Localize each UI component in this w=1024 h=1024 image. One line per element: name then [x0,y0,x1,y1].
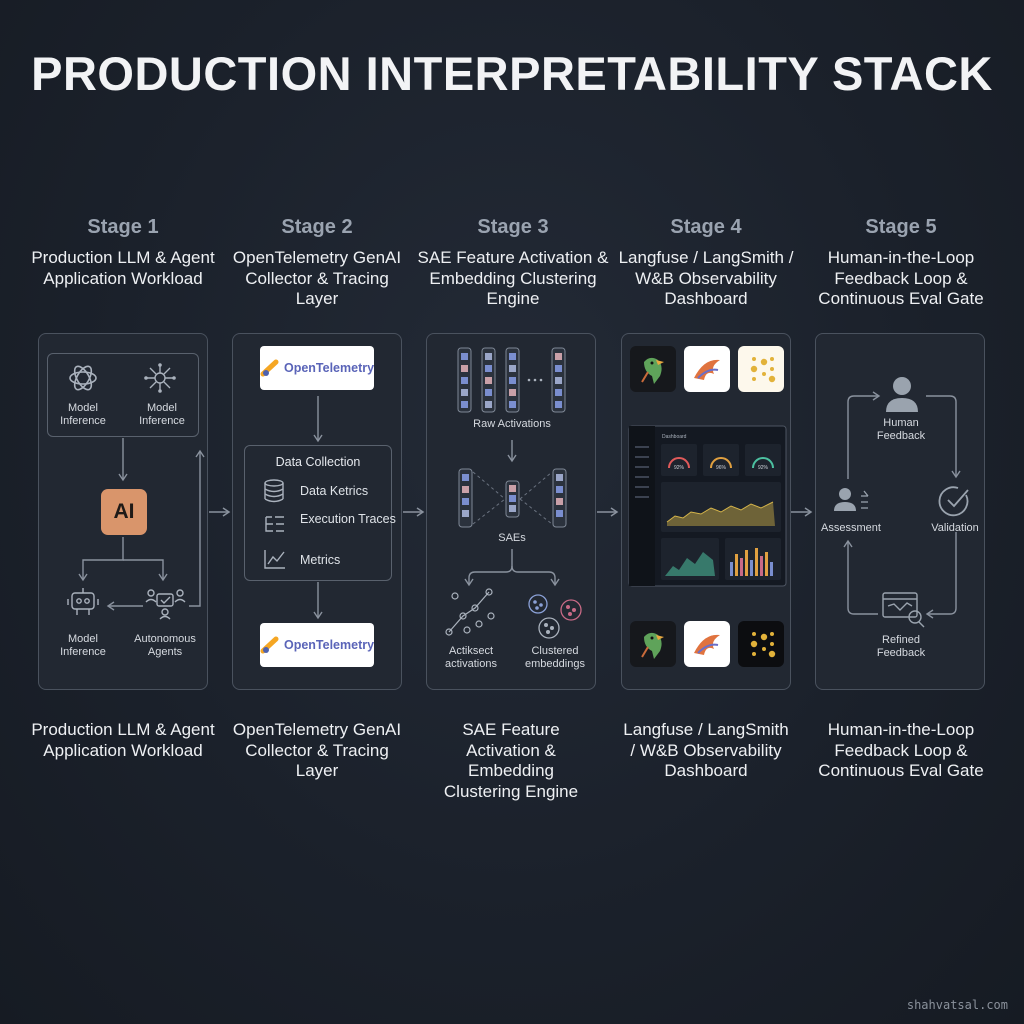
trace-tree-icon [265,516,284,532]
dashboard-screenshot [628,425,787,587]
stage-3-panel: Raw Activations SAEs Actiksect activatio… [426,333,596,690]
opentelemetry-logo-bottom: OpenTelemetry [260,623,374,667]
stage-1-connectors [78,438,205,611]
opentelemetry-text-bottom: OpenTelemetry [283,638,375,652]
stage-2-panel: OpenTelemetry Data Collection Data Ketri… [232,333,402,690]
metrics-label: Metrics [300,553,341,567]
autonomous-agents-label: Autonomous Agents [134,633,196,658]
wing-icon [694,634,720,655]
validation-label: Validation [931,522,979,534]
stage-2-footer: OpenTelemetry GenAI Collector & Tracing … [232,720,402,780]
agents-icon [145,589,186,620]
telescope-icon [260,636,279,654]
stage-5-panel: Human Feedback Assessment Validation Ref… [815,333,985,690]
dots-icon [750,357,776,383]
inference-label-1: Model Inference [60,402,106,427]
raw-activations-label: Raw Activations [473,418,551,430]
activations-output-label: Actiksect activations [445,645,497,670]
person-icon [886,377,918,412]
wandb-logo-bottom [738,621,784,667]
parrot-icon [641,357,664,384]
dots-icon [750,632,776,658]
stage-2-name: OpenTelemetry GenAI Collector & Tracing … [232,248,402,308]
activation-network-diagram [445,347,582,639]
langfuse-logo-bottom [630,621,676,667]
watermark: shahvatsal.com [906,998,1008,1012]
network-node-icon [144,363,176,393]
data-collection-box [244,445,392,581]
execution-traces-label: Execution Traces [300,512,396,526]
stage-2-number: Stage 2 [281,216,353,238]
bottom-inference-label: Model Inference [60,633,106,658]
stage-5-number: Stage 5 [865,216,937,238]
data-metrics-label: Data Ketrics [300,484,369,498]
assessment-label: Assessment [821,522,881,534]
stage-1-name: Production LLM & Agent Application Workl… [31,248,215,288]
parrot-icon [641,632,664,659]
line-chart-icon [264,550,285,569]
stage-4-name: Langfuse / LangSmith / W&B Observability… [618,248,794,308]
stage-3-name: SAE Feature Activation & Embedding Clust… [417,248,609,308]
page-title: PRODUCTION INTERPRETABILITY STACK [31,47,993,100]
gauge-value-3: 92% [757,465,768,471]
stage-3-header: Stage 3 SAE Feature Activation & Embeddi… [416,216,610,310]
stage-3-number: Stage 3 [477,216,549,238]
langsmith-logo [684,346,730,392]
stage-1-number: Stage 1 [87,216,159,238]
stage-4-number: Stage 4 [670,216,742,238]
stage-1-header: Stage 1 Production LLM & Agent Applicati… [28,216,218,289]
telescope-icon [260,359,279,377]
database-icon [264,479,284,503]
sae-bottleneck [458,468,567,528]
opentelemetry-logo-top: OpenTelemetry [260,346,374,390]
bar-cluster [730,548,773,576]
saes-label: SAEs [498,532,526,544]
openai-icon [69,365,97,391]
stage-3-footer: SAE Feature Activation & Embedding Clust… [443,720,579,801]
feedback-loop-diagram [834,377,969,628]
scatter-plot-icon [445,588,495,636]
stage-5-header: Stage 5 Human-in-the-Loop Feedback Loop … [806,216,996,310]
inference-label-2: Model Inference [139,402,185,427]
assessment-icon [834,488,869,511]
stage-5-name: Human-in-the-Loop Feedback Loop & Contin… [818,248,984,308]
langsmith-logo-bottom [684,621,730,667]
data-collection-title: Data Collection [275,455,361,469]
stage-4-header: Stage 4 Langfuse / LangSmith / W&B Obser… [611,216,801,310]
clustered-embeddings-label: Clustered embeddings [525,645,585,670]
stage-2-header: Stage 2 OpenTelemetry GenAI Collector & … [222,216,412,310]
robot-icon [67,588,99,615]
gauge-value-1: 92% [673,465,684,471]
dashboard-title: Dashboard [662,434,687,440]
human-feedback-label: Human Feedback [876,417,926,442]
gauge-value-2: 96% [715,465,726,471]
stage-5-footer: Human-in-the-Loop Feedback Loop & Contin… [818,720,984,780]
check-circle-icon [938,486,969,517]
refined-feedback-label: Refined Feedback [876,634,926,659]
wing-icon [694,359,720,380]
anthropic-logo: AI [101,489,147,535]
cluster-icon [528,594,582,639]
langfuse-logo [630,346,676,392]
raw-activation-columns [457,347,566,413]
opentelemetry-text-top: OpenTelemetry [283,361,375,375]
stage-4-footer: Langfuse / LangSmith / W&B Observability… [623,720,789,780]
stage-2-connectors [313,396,323,620]
stage-1-panel: Model Inference Model Inference AI Model… [38,333,208,690]
wandb-logo [738,346,784,392]
gauge-cards [661,444,781,476]
document-search-icon [882,592,925,628]
inference-group [47,353,199,437]
stage-1-footer: Production LLM & Agent Application Workl… [31,720,215,760]
stage-4-panel: Dashboard 92% 96% 92% [621,333,791,690]
